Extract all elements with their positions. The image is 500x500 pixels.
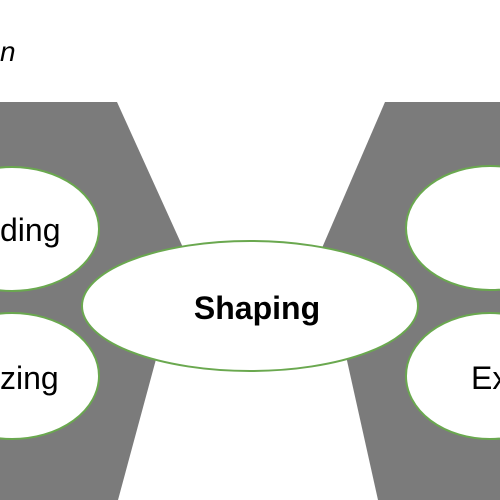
left-top-node-label: ding — [0, 212, 61, 248]
left-bottom-node — [0, 312, 100, 440]
left-bottom-node-label: zing — [0, 360, 59, 396]
right-top-node — [405, 165, 500, 291]
right-bottom-node-label: Ex — [471, 360, 500, 396]
center-node-label: Shaping — [194, 290, 320, 326]
left-top-node — [0, 166, 100, 292]
center-node — [81, 240, 419, 372]
title-fragment: n — [0, 36, 16, 67]
right-bottom-node — [405, 312, 500, 440]
